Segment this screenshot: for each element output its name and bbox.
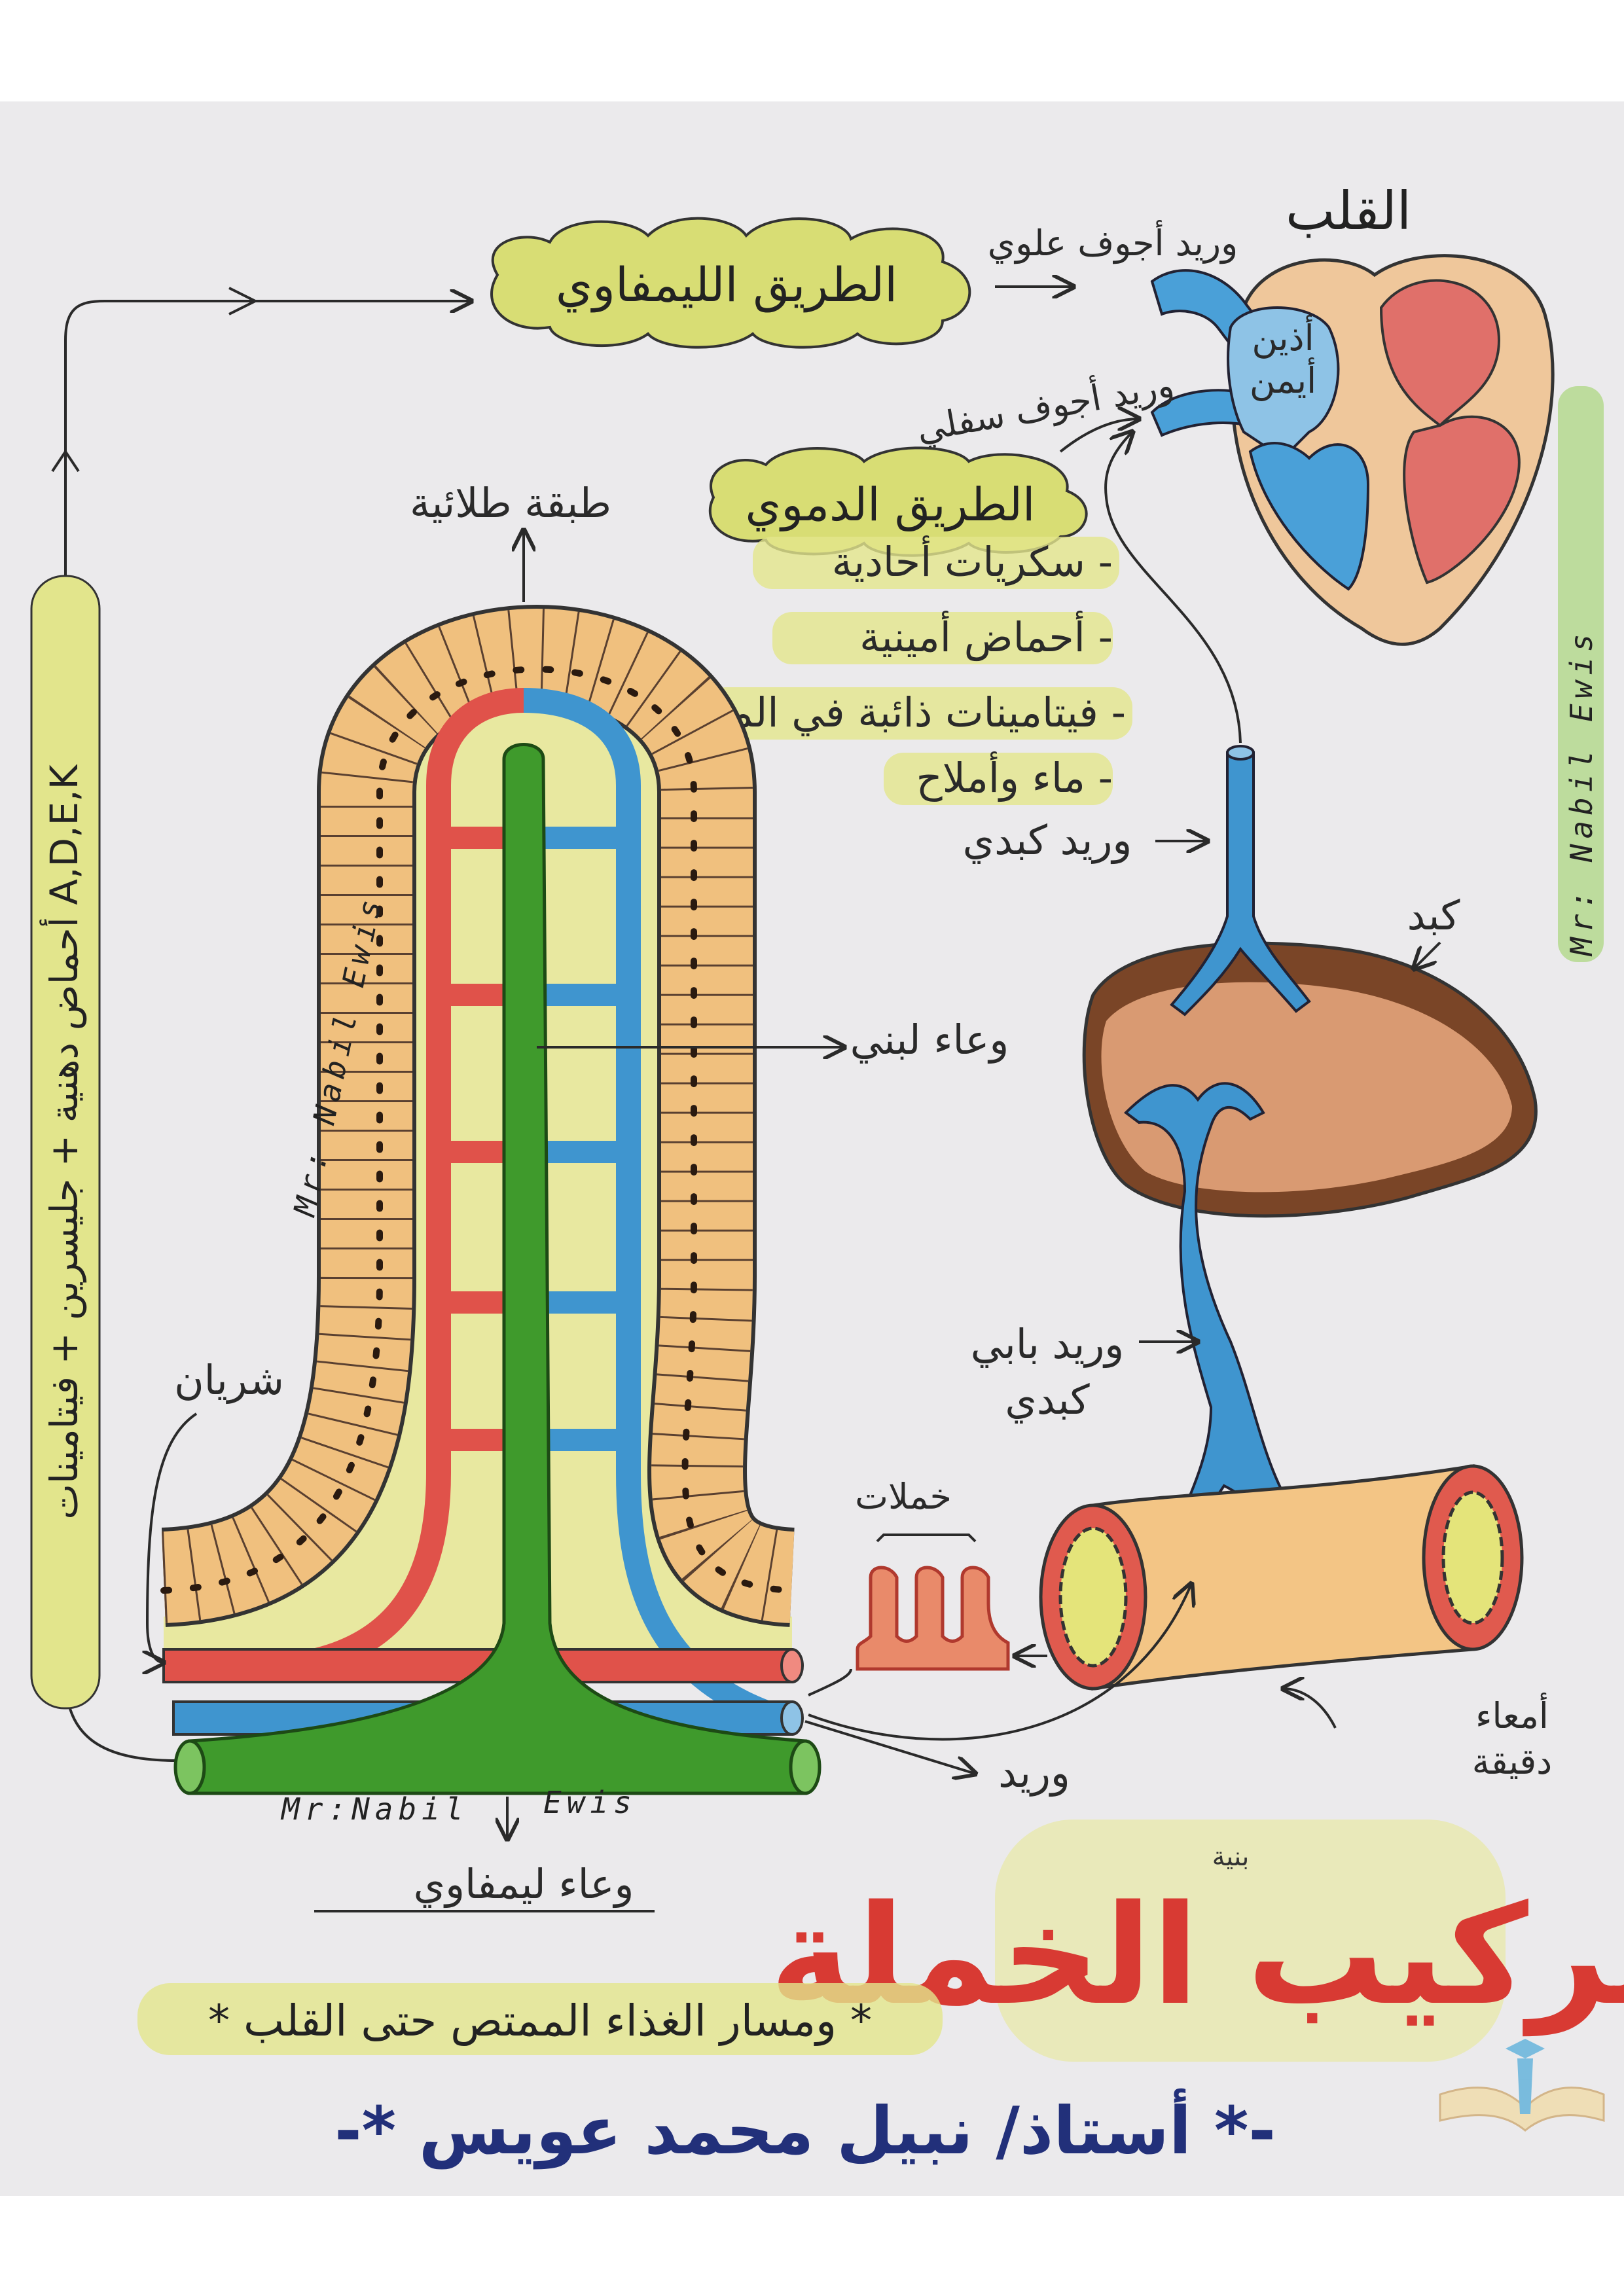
- villi-label: خملات: [855, 1476, 952, 1517]
- liver: كبد وريد بابي كبدي: [971, 745, 1538, 1547]
- right-atrium: [1227, 306, 1340, 460]
- arrow-liver: [1414, 941, 1441, 969]
- lymph-tube-right-end: [789, 1739, 821, 1795]
- villi-shape: [856, 1566, 1010, 1671]
- subtitle: * ومسار الغذاء الممتص حتى القلب *: [208, 1996, 872, 2047]
- blood-item: - سكريات أحادية: [832, 535, 1113, 586]
- left-ventricle: [1403, 415, 1521, 584]
- portal-vein-label: وريد بابي: [971, 1320, 1124, 1368]
- highlight: [753, 537, 1119, 589]
- epithelium-layer: [161, 609, 795, 1623]
- hepatic-vein-opening: [1226, 745, 1255, 761]
- signature-side: Mr: Nabil Ewis: [1564, 628, 1599, 957]
- blood-route: الطريق الدموي - سكريات أحادية - أحماض أم…: [700, 432, 1242, 864]
- small-intestine-label: أمعاء: [1475, 1693, 1549, 1736]
- right-atrium-label: أذين: [1252, 315, 1314, 359]
- intestine-tube: [1091, 1464, 1475, 1691]
- epithelium-label: طبقة طلائية: [410, 479, 611, 527]
- villus: طبقة طلائية وعاء لبني شريان وريد وعاء لي…: [147, 479, 1191, 1912]
- hepatic-vein-label: وريد كبدي: [963, 816, 1132, 864]
- capillary-rung: [524, 827, 628, 1451]
- arrow-artery: [147, 1412, 198, 1662]
- arrow-to-intestine: [808, 1668, 852, 1696]
- left-atrium: [1379, 279, 1501, 427]
- small-intestine: أمعاء دقيقة خملات: [855, 1464, 1552, 1782]
- superior-vena-cava-label: وريد أجوف علوي: [988, 220, 1238, 264]
- small-intestine-label-2: دقيقة: [1472, 1741, 1552, 1782]
- highlight: [707, 687, 1132, 740]
- title-small: بنية: [1212, 1842, 1250, 1872]
- vein-label: وريد: [998, 1749, 1070, 1797]
- lymph-tube-left-end: [173, 1739, 206, 1795]
- highlight: [772, 612, 1113, 664]
- capillary-rung: [439, 827, 524, 1451]
- blood-item: - ماء وأملاح: [916, 751, 1113, 802]
- villi-bracket: [876, 1534, 977, 1543]
- subtitle-highlight: [137, 1983, 943, 2055]
- lymph-route: الطريق الليمفاوي أحماض دهنية + جليسرين +…: [30, 217, 1074, 1762]
- heart-label: القلب: [1286, 181, 1411, 242]
- hepatic-vein: [1170, 751, 1311, 1016]
- blood-item: - فيتامينات ذائبة في الماء: [700, 689, 1126, 736]
- intestine-right-lumen: [1441, 1490, 1504, 1625]
- lymph-route-title: الطريق الليمفاوي: [556, 257, 897, 313]
- right-atrium-label-2: أيمن: [1250, 357, 1316, 401]
- signature-bottom-1: Mr:Nabil: [280, 1791, 469, 1827]
- villi-miniature: خملات: [855, 1476, 1010, 1671]
- artery-end: [780, 1648, 804, 1683]
- arrow-small-intestine: [1283, 1689, 1337, 1729]
- blood-item: - أحماض أمينية: [859, 611, 1113, 661]
- lacteal: [188, 743, 807, 1795]
- lymph-route-cloud: [490, 217, 971, 349]
- title-highlight: [995, 1820, 1506, 2062]
- lymph-products-text: أحماض دهنية + جليسرين + فيتامينات A,D,E,…: [39, 763, 87, 1519]
- arrow-vein: [804, 1720, 975, 1774]
- artery-label: شريان: [174, 1356, 284, 1404]
- lymph-products-band: [30, 575, 101, 1710]
- vein-end: [780, 1700, 804, 1736]
- blood-route-title: الطريق الدموي: [746, 478, 1036, 531]
- highlight: [884, 753, 1113, 805]
- vein-to-portal-line: [808, 1584, 1191, 1741]
- arteriole: [163, 688, 524, 1681]
- portal-vein-label-2: كبدي: [1005, 1376, 1090, 1424]
- lacteal-label: وعاء لبني: [850, 1016, 1009, 1064]
- capillary-network: [439, 827, 628, 1451]
- author: -* أستاذ/ نبيل محمد عويس *-: [334, 2088, 1276, 2170]
- cell-nuclei: [160, 666, 795, 1594]
- book-logo: [1439, 2039, 1605, 2132]
- liver-label: كبد: [1407, 891, 1460, 939]
- lymph-vessel-label: وعاء ليمفاوي: [414, 1860, 634, 1908]
- intestine-left-lumen: [1058, 1526, 1128, 1668]
- arrow-to-ivc: [1059, 419, 1139, 453]
- graduate-icon: [1506, 2039, 1545, 2114]
- right-ventricle: [1248, 442, 1370, 591]
- signature-bottom-2: Ewis: [543, 1785, 637, 1820]
- hepatic-to-ivc-line: [1104, 432, 1242, 744]
- signature-strip: [1558, 386, 1604, 962]
